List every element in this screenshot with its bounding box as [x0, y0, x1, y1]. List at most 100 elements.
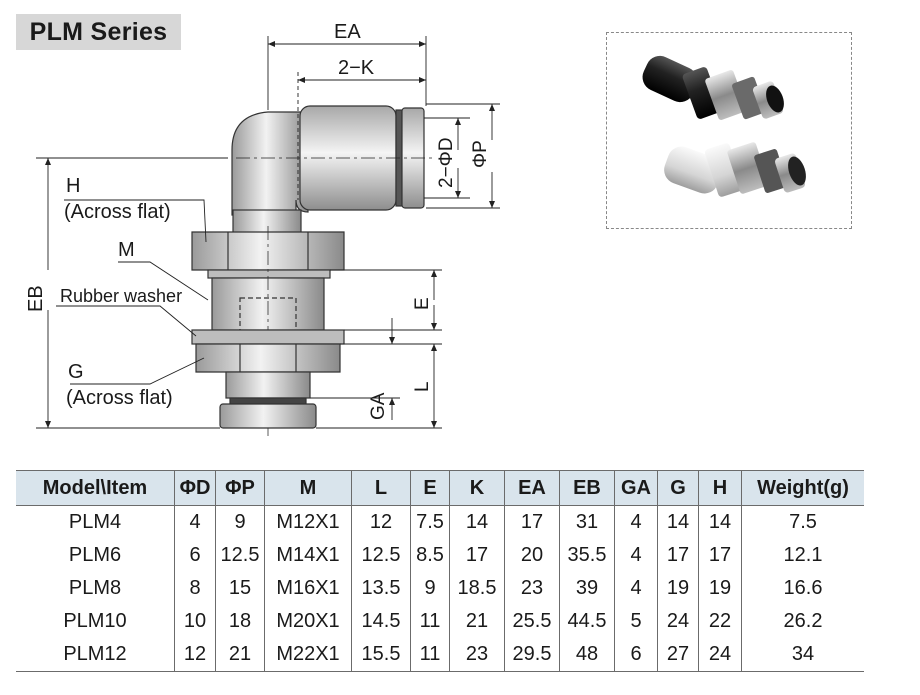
- cell-e: 11: [410, 605, 450, 638]
- col-header-phi-d: ΦD: [174, 470, 216, 506]
- label-phi-d: 2−ΦD: [436, 137, 457, 188]
- cell-ga: 6: [614, 638, 658, 672]
- cell-k: 23: [449, 638, 505, 672]
- cell-ga: 4: [614, 572, 658, 605]
- table-row: PLM10 10 18 M20X1 14.5 11 21 25.5 44.5 5…: [16, 605, 864, 638]
- cell-l: 14.5: [351, 605, 411, 638]
- col-header-g: G: [657, 470, 699, 506]
- label-l: L: [412, 381, 433, 392]
- cell-k: 18.5: [449, 572, 505, 605]
- cell-e: 11: [410, 638, 450, 672]
- cell-eb: 39: [559, 572, 615, 605]
- cell-weight: 16.6: [783, 577, 823, 599]
- cell-weight: 12.1: [783, 544, 823, 566]
- cell-ga: 4: [614, 505, 658, 539]
- label-ea: EA: [334, 21, 361, 43]
- cell-model: PLM10: [16, 605, 175, 638]
- cell-eb: 31: [559, 505, 615, 539]
- cell-phi-p: 21: [215, 638, 265, 672]
- cell-m: M16X1: [264, 572, 352, 605]
- cell-l: 12: [351, 505, 411, 539]
- series-title: PLM Series: [16, 14, 181, 50]
- cell-h: 19: [698, 572, 742, 605]
- table-row: PLM4 4 9 M12X1 12 7.5 14 17 31 4 14 14 7…: [16, 505, 864, 539]
- cell-k: 21: [449, 605, 505, 638]
- label-g-note: (Across flat): [66, 387, 173, 409]
- rubber-washer: [191, 329, 345, 345]
- cell-ea: 20: [504, 539, 560, 572]
- cell-weight: 34: [741, 638, 864, 672]
- cell-model: PLM4: [16, 505, 175, 539]
- col-header-eb: EB: [559, 470, 615, 506]
- table-row: PLM6 6 12.5 M14X1 12.5 8.5 17 20 35.5 4 …: [16, 539, 864, 572]
- label-ga: GA: [368, 392, 389, 420]
- cell-e: 7.5: [410, 505, 450, 539]
- col-header-ga: GA: [614, 470, 658, 506]
- white-fitting: [664, 142, 806, 197]
- cell-eb: 48: [559, 638, 615, 672]
- cell-e: 9: [410, 572, 450, 605]
- cell-phi-d: 6: [174, 539, 216, 572]
- col-header-l: L: [351, 470, 411, 506]
- cell-l: 12.5: [351, 539, 411, 572]
- lower-fitting: [219, 371, 317, 429]
- cell-l: 13.5: [351, 572, 411, 605]
- technical-drawing: EA 2−K 2−ΦD ΦP H (Across flat) M Rubber …: [25, 21, 500, 436]
- cell-ea: 29.5: [504, 638, 560, 672]
- label-e: E: [412, 297, 433, 310]
- cell-m: M20X1: [264, 605, 352, 638]
- series-title-text: PLM Series: [29, 17, 168, 46]
- col-header-k: K: [449, 470, 505, 506]
- col-header-ea: EA: [504, 470, 560, 506]
- cell-phi-p: 12.5: [215, 539, 265, 572]
- cell-g: 14: [657, 505, 699, 539]
- label-2k: 2−K: [338, 57, 375, 79]
- cell-m: M22X1: [264, 638, 352, 672]
- label-h: H: [66, 175, 80, 197]
- col-header-phi-p: ΦP: [215, 470, 265, 506]
- col-header-weight: Weight(g): [741, 470, 864, 506]
- cell-h: 24: [698, 638, 742, 672]
- label-phi-p: ΦP: [470, 140, 491, 168]
- label-eb: EB: [25, 285, 47, 312]
- black-fitting: [642, 55, 784, 120]
- col-header-h: H: [698, 470, 742, 506]
- cell-ea: 17: [504, 505, 560, 539]
- cell-ea: 25.5: [504, 605, 560, 638]
- cell-phi-p: 15: [215, 572, 265, 605]
- cell-k: 17: [449, 539, 505, 572]
- cell-phi-d: 8: [174, 572, 216, 605]
- cell-h: 14: [698, 505, 742, 539]
- product-photo: [606, 32, 852, 229]
- cell-weight: 7.5: [789, 511, 817, 533]
- cell-m: M12X1: [264, 505, 352, 539]
- spec-table: Model\Item ΦD ΦP M L E K EA EB GA G H We…: [16, 470, 864, 672]
- cell-g: 24: [657, 605, 699, 638]
- cell-weight: 26.2: [783, 610, 823, 632]
- cell-g: 17: [657, 539, 699, 572]
- cell-model: PLM8: [16, 572, 175, 605]
- spec-table-header-row: Model\Item ΦD ΦP M L E K EA EB GA G H We…: [16, 470, 864, 506]
- table-row: PLM8 8 15 M16X1 13.5 9 18.5 23 39 4 19 1…: [16, 572, 864, 605]
- cell-phi-d: 4: [174, 505, 216, 539]
- dimension-lines: [36, 36, 500, 429]
- cell-h: 22: [698, 605, 742, 638]
- cell-phi-d: 12: [174, 638, 216, 672]
- cell-phi-p: 9: [215, 505, 265, 539]
- cell-phi-p: 18: [215, 605, 265, 638]
- cell-h: 17: [698, 539, 742, 572]
- cell-e: 8.5: [410, 539, 450, 572]
- col-header-e: E: [410, 470, 450, 506]
- col-header-m: M: [264, 470, 352, 506]
- cell-k: 14: [449, 505, 505, 539]
- cell-m: M14X1: [264, 539, 352, 572]
- cell-model: PLM12: [16, 638, 175, 672]
- cell-eb: 35.5: [559, 539, 615, 572]
- cell-eb: 44.5: [559, 605, 615, 638]
- cell-model: PLM6: [16, 539, 175, 572]
- cell-ea: 23: [504, 572, 560, 605]
- product-photo-image: [642, 55, 806, 197]
- hex-nut-g: [195, 343, 341, 373]
- cell-ga: 5: [614, 605, 658, 638]
- label-h-note: (Across flat): [64, 201, 171, 223]
